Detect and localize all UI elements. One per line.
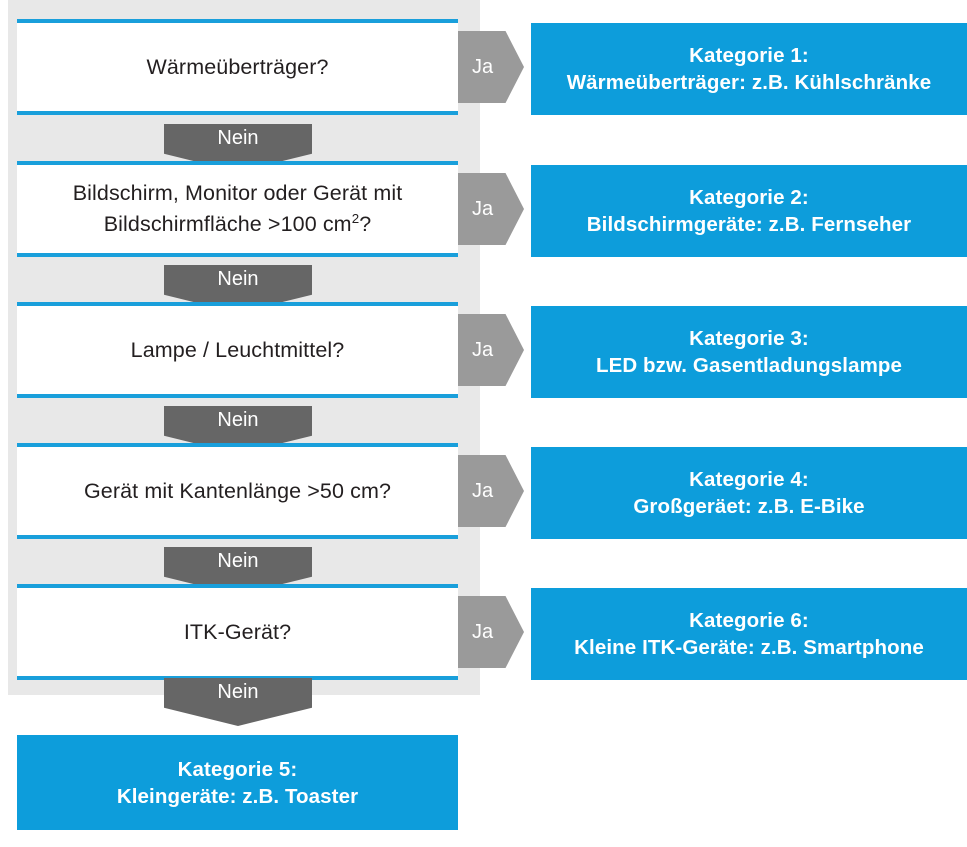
result-box-kategorie-1[interactable]: Kategorie 1: Wärmeüberträger: z.B. Kühls… [531, 23, 967, 115]
no-arrow-label-4: Nein [217, 550, 259, 572]
result-label-kategorie-5: Kategorie 5: Kleingeräte: z.B. Toaster [107, 756, 368, 810]
result-box-kategorie-4[interactable]: Kategorie 4: Großgeräet: z.B. E-Bike [531, 447, 967, 539]
decision-label-itk-geraet: ITK-Gerät? [183, 619, 292, 644]
result-detail-kategorie-2: Bildschirmgeräte: z.B. Fernseher [586, 213, 912, 236]
no-arrow-label-1: Nein [217, 127, 259, 149]
no-arrow-label-5: Nein [217, 681, 259, 703]
decision-box-kantenlaenge[interactable]: Gerät mit Kantenlänge >50 cm? [17, 443, 458, 539]
decision-label-kantenlaenge: Gerät mit Kantenlänge >50 cm? [83, 478, 392, 503]
yes-arrow-4[interactable]: Ja [458, 455, 524, 527]
result-detail-kategorie-1: Wärmeüberträger: z.B. Kühlschränke [566, 71, 932, 94]
decision-label-bildschirm: Bildschirm, Monitor oder Gerät mit Bilds… [61, 178, 415, 240]
result-title-kategorie-6: Kategorie 6: [689, 609, 809, 632]
result-title-kategorie-1: Kategorie 1: [689, 44, 809, 67]
yes-arrow-label-4: Ja [472, 479, 494, 502]
result-detail-kategorie-4: Großgeräet: z.B. E-Bike [633, 495, 865, 518]
decision-label-bildschirm-line2-post: ? [359, 212, 372, 236]
decision-box-itk-geraet[interactable]: ITK-Gerät? [17, 584, 458, 680]
result-label-kategorie-2: Kategorie 2: Bildschirmgeräte: z.B. Fern… [577, 184, 921, 238]
result-title-kategorie-2: Kategorie 2: [689, 186, 809, 209]
yes-arrow-3[interactable]: Ja [458, 314, 524, 386]
no-arrow-label-2: Nein [217, 268, 259, 290]
result-title-kategorie-3: Kategorie 3: [689, 327, 809, 350]
no-arrow-label-3: Nein [217, 409, 259, 431]
result-label-kategorie-1: Kategorie 1: Wärmeüberträger: z.B. Kühls… [557, 42, 942, 96]
result-box-kategorie-3[interactable]: Kategorie 3: LED bzw. Gasentladungslampe [531, 306, 967, 398]
result-detail-kategorie-3: LED bzw. Gasentladungslampe [595, 354, 903, 377]
decision-box-waermeuebertraeger[interactable]: Wärmeüberträger? [17, 19, 458, 115]
decision-label-lampe: Lampe / Leuchtmittel? [130, 337, 345, 362]
result-box-kategorie-6[interactable]: Kategorie 6: Kleine ITK-Geräte: z.B. Sma… [531, 588, 967, 680]
result-title-kategorie-5: Kategorie 5: [177, 757, 298, 781]
result-detail-kategorie-5: Kleingeräte: z.B. Toaster [116, 784, 359, 808]
result-box-kategorie-5[interactable]: Kategorie 5: Kleingeräte: z.B. Toaster [17, 735, 458, 830]
decision-box-lampe[interactable]: Lampe / Leuchtmittel? [17, 302, 458, 398]
decision-label-bildschirm-superscript: 2 [351, 210, 360, 226]
decision-box-bildschirm[interactable]: Bildschirm, Monitor oder Gerät mit Bilds… [17, 161, 458, 257]
no-arrow-5[interactable]: Nein [164, 678, 312, 726]
result-label-kategorie-3: Kategorie 3: LED bzw. Gasentladungslampe [586, 325, 912, 379]
yes-arrow-5[interactable]: Ja [458, 596, 524, 668]
result-label-kategorie-4: Kategorie 4: Großgeräet: z.B. E-Bike [623, 466, 874, 520]
decision-label-bildschirm-line2-pre: Bildschirmfläche >100 cm [103, 212, 352, 236]
yes-arrow-label-1: Ja [472, 55, 494, 78]
result-label-kategorie-6: Kategorie 6: Kleine ITK-Geräte: z.B. Sma… [564, 607, 934, 661]
decision-label-waermeuebertraeger: Wärmeüberträger? [146, 54, 329, 79]
yes-arrow-label-2: Ja [472, 197, 494, 220]
yes-arrow-2[interactable]: Ja [458, 173, 524, 245]
yes-arrow-label-5: Ja [472, 620, 494, 643]
result-box-kategorie-2[interactable]: Kategorie 2: Bildschirmgeräte: z.B. Fern… [531, 165, 967, 257]
yes-arrow-1[interactable]: Ja [458, 31, 524, 103]
yes-arrow-label-3: Ja [472, 338, 494, 361]
result-detail-kategorie-6: Kleine ITK-Geräte: z.B. Smartphone [574, 636, 924, 659]
result-title-kategorie-4: Kategorie 4: [689, 468, 809, 491]
decision-label-bildschirm-line1: Bildschirm, Monitor oder Gerät mit [72, 181, 403, 205]
